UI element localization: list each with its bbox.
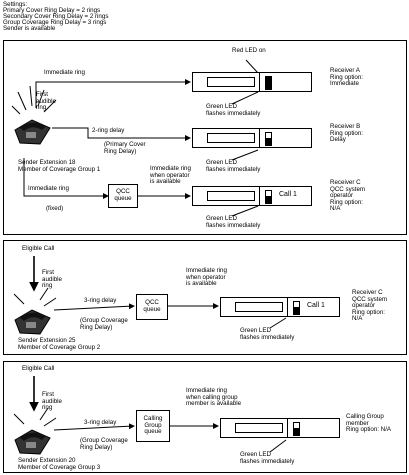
settings-line-5: Sender is available — [3, 25, 56, 32]
group-coverage-label: (Group Coverage Ring Delay) — [80, 317, 128, 331]
display-icon — [235, 302, 283, 312]
group-coverage-label: (Group Coverage Ring Delay) — [80, 437, 128, 451]
red-led-icon — [265, 76, 272, 83]
settings-line-1: Settings: — [3, 1, 28, 8]
receiver-c-phone: Call 1 — [192, 186, 312, 206]
settings-line-2: Primary Cover Ring Delay = 2 rings — [3, 7, 101, 14]
green-led-icon — [265, 83, 272, 90]
sender-20-label: Sender Extension 20 Member of Coverage G… — [18, 457, 101, 471]
led-icon — [293, 422, 300, 429]
primary-cover-label: (Primary Cover Ring Delay) — [104, 141, 146, 155]
eligible-call-label: Eligible Call — [22, 245, 55, 252]
telephone-icon — [14, 309, 51, 335]
green-led-icon — [265, 197, 272, 204]
qcc-queue-box: QCC queue — [136, 294, 168, 320]
calling-group-member-label: Calling Group member Ring option: N/A — [346, 413, 392, 434]
led-icon — [265, 132, 272, 139]
immediate-ring-c-label: Immediate ring — [28, 185, 69, 192]
calling-group-phone — [220, 418, 340, 438]
receiver-c-phone: Call 1 — [220, 297, 340, 317]
green-led-a-label: Green LED flashes immediately — [206, 103, 261, 117]
calling-group-queue-box: Calling Group queue — [136, 410, 170, 442]
immediate-ring-a-label: Immediate ring — [44, 69, 85, 76]
led-icon — [293, 301, 300, 308]
sender-25-label: Sender Extension 25 Member of Coverage G… — [18, 337, 101, 351]
three-ring-delay-label: 3-ring delay — [84, 297, 117, 304]
display-icon — [207, 133, 255, 143]
telephone-icon — [14, 429, 51, 455]
immediate-when-operator-label: Immediate ring when operator is availabl… — [150, 165, 191, 186]
receiver-a-label: Receiver A Ring option: Immediate — [330, 67, 364, 88]
telephone-icon — [14, 119, 51, 145]
receiver-a-phone — [192, 72, 312, 92]
call-label: Call 1 — [279, 191, 297, 198]
first-audible-ring-label: First audible ring — [36, 91, 56, 112]
green-led-label: Green LED flashes immediately — [240, 451, 295, 465]
panel-coverage-group-3 — [3, 361, 407, 473]
first-audible-ring-label: First audible ring — [42, 391, 62, 412]
fixed-label: (fixed) — [46, 205, 64, 212]
green-led-c-label: Green LED flashes immediately — [206, 215, 261, 229]
immediate-when-operator-label: Immediate ring when operator is availabl… — [186, 267, 227, 288]
led-icon — [265, 190, 272, 197]
settings-line-3: Secondary Cover Ring Delay = 2 rings — [3, 13, 109, 20]
receiver-b-label: Receiver B Ring option: Delay — [330, 123, 364, 144]
display-icon — [235, 423, 283, 433]
settings-line-4: Group Coverage Ring Delay = 3 rings — [3, 19, 107, 26]
green-led-icon — [293, 429, 300, 436]
qcc-queue-box: QCC queue — [108, 184, 138, 208]
receiver-c-label: Receiver C QCC system operator Ring opti… — [330, 179, 366, 213]
display-icon — [207, 191, 255, 201]
eligible-call-label: Eligible Call — [22, 365, 55, 372]
three-ring-delay-label: 3-ring delay — [84, 419, 117, 426]
green-led-label: Green LED flashes immediately — [240, 327, 295, 341]
green-led-icon — [293, 308, 300, 315]
receiver-c-label: Receiver C QCC system operator Ring opti… — [352, 289, 388, 323]
call-label: Call 1 — [307, 302, 325, 309]
first-audible-ring-label: First audible ring — [42, 269, 62, 290]
green-led-b-label: Green LED flashes immediately — [206, 159, 261, 173]
sender-18-label: Sender Extension 18 Member of Coverage G… — [18, 159, 101, 173]
display-icon — [207, 77, 255, 87]
green-led-icon — [265, 139, 272, 146]
immediate-when-member-label: Immediate ring when calling group member… — [186, 387, 242, 408]
receiver-b-phone — [192, 128, 312, 148]
two-ring-delay-label: 2-ring delay — [92, 127, 125, 134]
red-led-label: Red LED on — [232, 47, 266, 54]
